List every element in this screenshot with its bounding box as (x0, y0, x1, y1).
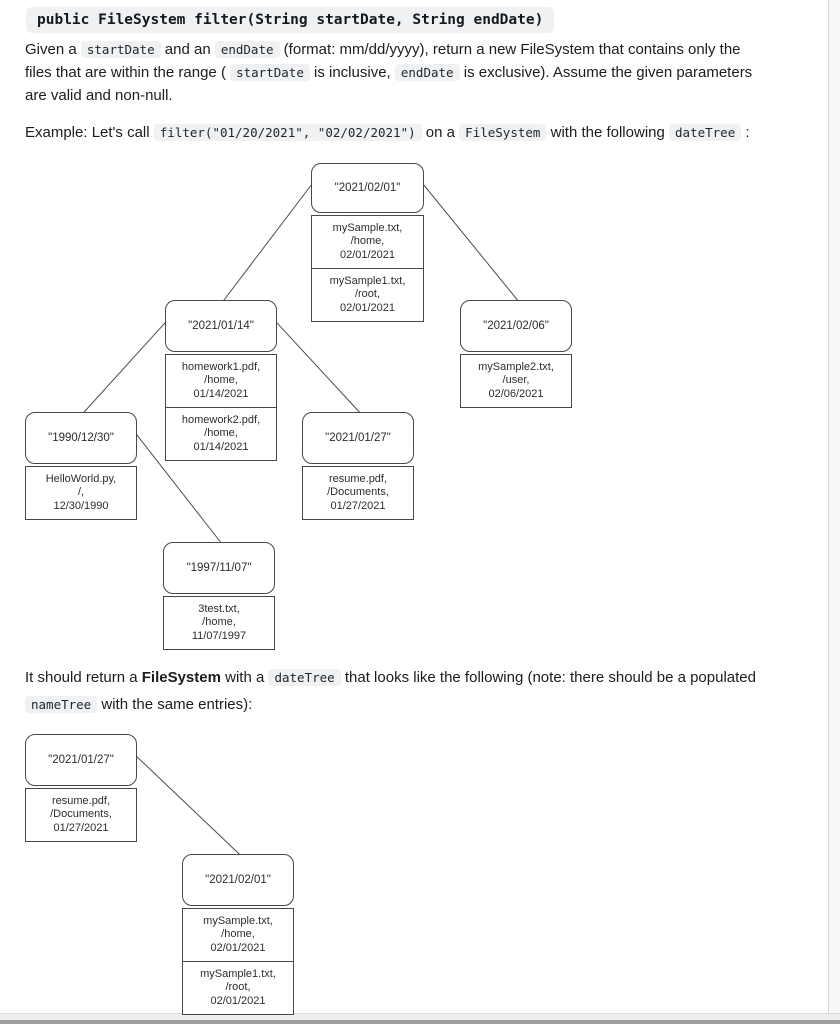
tree-node-date-label: "2021/01/27" (48, 754, 114, 766)
tree-edge (222, 183, 313, 302)
file-entry-line: 12/30/1990 (53, 499, 109, 512)
tree-date-node: "2021/02/06" (460, 300, 572, 352)
file-entry-line: /root, (354, 288, 381, 301)
tree-node-date-label: "2021/02/01" (334, 182, 401, 194)
tree-edges-layer (135, 755, 241, 856)
tree-node-date-label: "2021/01/14" (188, 320, 254, 332)
file-entry-line: 02/01/2021 (339, 248, 396, 261)
tree-date-node: "1997/11/07" (163, 542, 275, 594)
file-entry: mySample.txt,/home,02/01/2021 (311, 215, 424, 269)
tree-node-date-label: "1990/12/30" (48, 432, 114, 444)
tree-date-node: "1990/12/30" (25, 412, 137, 464)
intro-paragraph: Given a startDate and an endDate (format… (25, 41, 753, 104)
file-entry-line: /home, (204, 427, 238, 440)
file-entry-line: HelloWorld.py, (45, 472, 117, 485)
file-entry-line: 11/07/1997 (191, 629, 247, 642)
tree-node-date-label: "2021/02/06" (483, 320, 549, 332)
tree-node-date-label: "2021/01/27" (325, 432, 391, 444)
file-entry: HelloWorld.py,/,12/30/1990 (25, 466, 137, 520)
tree-node-date-label: "2021/02/01" (205, 874, 271, 886)
example-paragraph: Example: Let's call filter("01/20/2021",… (25, 124, 750, 141)
tree-date-node: "2021/01/14" (165, 300, 277, 352)
method-signature-code-block: public FileSystem filter(String startDat… (26, 7, 555, 33)
return-paragraph: It should return a FileSystem with a dat… (25, 669, 756, 713)
file-entry: mySample1.txt,/root,02/01/2021 (182, 961, 294, 1015)
date-tree-after-diagram: "2021/01/27" resume.pdf,/Documents,01/27/… (0, 722, 828, 1015)
file-entry: mySample2.txt,/user,02/06/2021 (460, 354, 572, 408)
tree-date-node: "2021/02/01" (311, 163, 424, 213)
file-entry-line: 02/06/2021 (488, 387, 544, 400)
file-entry: resume.pdf,/Documents,01/27/2021 (302, 466, 414, 520)
file-entry-line: /home, (202, 616, 236, 629)
file-entry-line: /user, (502, 374, 530, 387)
file-entry-line: homework1.pdf, (181, 360, 261, 373)
file-entry: mySample.txt,/home,02/01/2021 (182, 908, 294, 962)
window-bottom-border (0, 1020, 840, 1024)
inline-code-chip: filter("01/20/2021", "02/02/2021") (153, 124, 422, 141)
file-entry-line: 01/27/2021 (53, 821, 109, 834)
inline-code-chip: dateTree (268, 669, 341, 686)
inline-code-chip: dateTree (669, 124, 742, 141)
file-entry-line: 01/27/2021 (330, 499, 386, 512)
tree-edge (135, 755, 241, 856)
bold-text: FileSystem (141, 669, 221, 686)
window-bottom-edge (0, 1013, 840, 1024)
file-entry-line: 01/14/2021 (193, 387, 249, 400)
file-entry-line: 02/01/2021 (339, 301, 396, 314)
inline-code-chip: endDate (214, 41, 280, 58)
scrollbar-track[interactable] (828, 0, 840, 1013)
file-entry-line: mySample.txt, (332, 221, 403, 234)
tree-node-date-label: "1997/11/07" (186, 562, 252, 574)
tree-edge (422, 183, 519, 302)
file-entry-line: 02/01/2021 (210, 941, 266, 954)
tree-date-node: "2021/01/27" (25, 734, 137, 786)
file-entry-line: mySample1.txt, (329, 274, 406, 287)
file-list: 3test.txt,/home,11/07/1997 (163, 596, 275, 650)
file-list: resume.pdf,/Documents,01/27/2021 (302, 466, 414, 520)
file-entry-line: mySample1.txt, (200, 967, 276, 980)
file-entry: homework2.pdf,/home,01/14/2021 (165, 407, 277, 461)
file-entry-line: resume.pdf, (51, 794, 111, 807)
file-entry-line: 02/01/2021 (210, 994, 266, 1007)
file-list: HelloWorld.py,/,12/30/1990 (25, 466, 137, 520)
file-entry: homework1.pdf,/home,01/14/2021 (165, 354, 277, 408)
tree-date-node: "2021/01/27" (302, 412, 414, 464)
tree-edge (275, 321, 361, 414)
date-tree-before-diagram: "2021/02/01"mySample.txt,/home,02/01/202… (0, 160, 828, 660)
file-entry-line: mySample.txt, (203, 914, 273, 927)
file-entry-line: /home, (204, 374, 238, 387)
inline-code-chip: startDate (230, 64, 310, 81)
file-entry-line: /home, (221, 928, 255, 941)
file-list: resume.pdf,/Documents,01/27/2021 (25, 788, 137, 842)
file-entry-line: /Documents, (50, 808, 112, 821)
file-entry-line: /home, (350, 235, 385, 248)
file-entry-line: resume.pdf, (328, 472, 388, 485)
file-entry-line: 3test.txt, (198, 602, 240, 615)
file-entry-line: mySample2.txt, (478, 360, 554, 373)
tree-edge (135, 433, 222, 544)
file-entry-line: /root, (225, 981, 251, 994)
tree-edge (82, 321, 167, 414)
inline-code-chip: FileSystem (459, 124, 547, 141)
tree-date-node: "2021/02/01" (182, 854, 294, 906)
inline-code-chip: endDate (394, 64, 460, 81)
file-entry: resume.pdf,/Documents,01/27/2021 (25, 788, 137, 842)
file-entry-line: /, (77, 486, 85, 499)
file-entry-line: /Documents, (327, 486, 389, 499)
file-entry-line: 01/14/2021 (193, 440, 249, 453)
file-list: mySample2.txt,/user,02/06/2021 (460, 354, 572, 408)
file-entry: mySample1.txt,/root,02/01/2021 (311, 268, 424, 322)
tree-edges-layer (82, 183, 519, 544)
inline-code-chip: startDate (80, 41, 161, 58)
inline-code-chip: nameTree (25, 696, 98, 713)
file-entry-line: homework2.pdf, (181, 413, 261, 426)
file-entry: 3test.txt,/home,11/07/1997 (163, 596, 275, 650)
